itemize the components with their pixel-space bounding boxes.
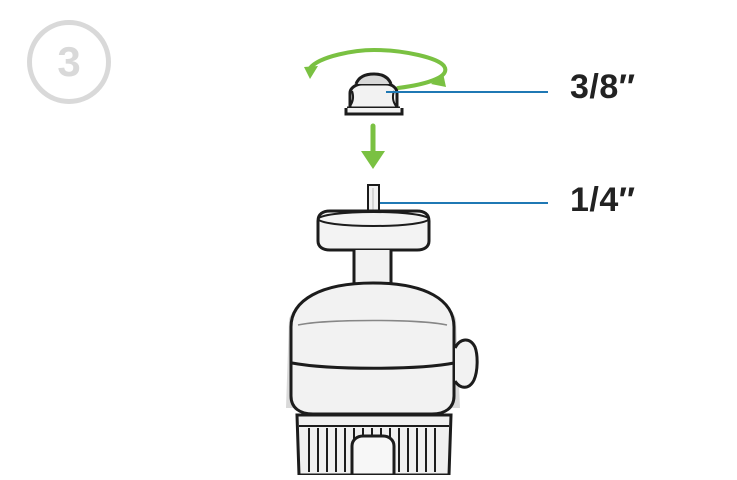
rotation-arrow-right-head [431, 73, 446, 87]
step-number: 3 [57, 38, 81, 85]
rotation-arrow-icon [308, 47, 448, 90]
top-thread-size-label: 3/8″ [570, 68, 636, 106]
thread-adapter [344, 72, 404, 116]
bottom-thread-size-label: 1/4″ [570, 181, 636, 219]
step-badge: 3 [27, 20, 111, 104]
rotation-arrow-left-head [304, 66, 318, 79]
tripod-head [286, 209, 479, 477]
down-arrow-head [361, 151, 385, 169]
